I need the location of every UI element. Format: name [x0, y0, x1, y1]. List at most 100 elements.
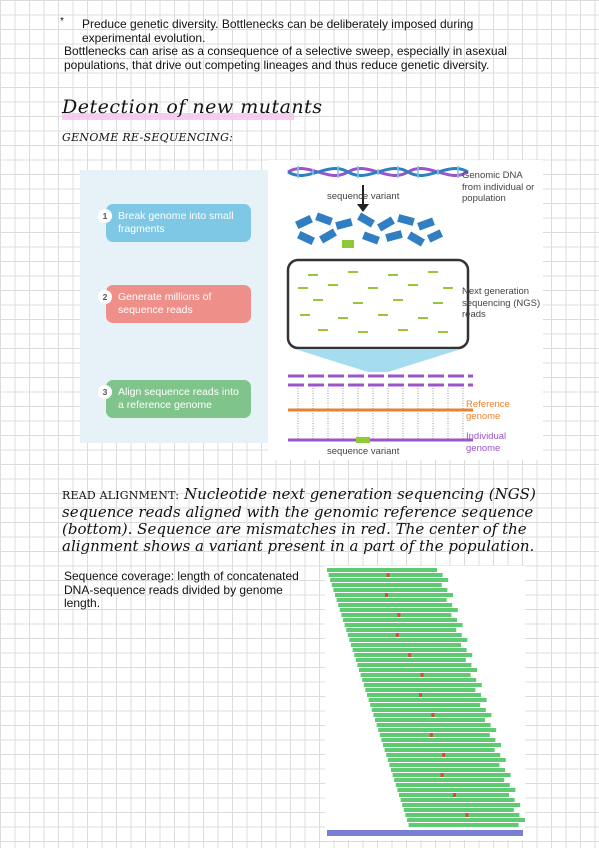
alignment-read — [381, 738, 496, 742]
step-3-label: Align sequence reads into a reference ge… — [118, 386, 239, 411]
alignment-read — [403, 808, 514, 812]
bullet-marker: * — [60, 16, 64, 27]
aligned-reads — [288, 374, 473, 443]
read-alignment-text: Nucleotide next generation sequencing (N… — [62, 485, 536, 555]
alignment-read — [346, 628, 457, 632]
alignment-read — [394, 778, 505, 782]
alignment-read — [357, 663, 472, 667]
alignment-read — [359, 668, 477, 672]
alignment-read — [408, 823, 519, 827]
ngs-reads-box — [286, 258, 470, 350]
alignment-read — [371, 708, 486, 712]
alignment-read — [354, 653, 473, 657]
alignment-read — [341, 613, 452, 617]
alignment-read — [338, 603, 453, 607]
alignment-read — [347, 633, 462, 637]
step-1-label: Break genome into small fragments — [118, 210, 234, 235]
alignment-read — [333, 588, 448, 592]
alignment-read — [365, 688, 476, 692]
alignment-read — [397, 788, 516, 792]
step-3-box: 3 Align sequence reads into a reference … — [98, 380, 251, 418]
mismatch-mark — [440, 773, 444, 777]
alignment-read — [402, 803, 521, 807]
ngs-diagram — [286, 166, 473, 443]
mismatch-mark — [465, 813, 469, 817]
sequence-variant-top-label: sequence variant — [327, 191, 400, 202]
dna-helix-icon — [287, 166, 469, 178]
step-1-number: 1 — [98, 209, 112, 223]
alignment-read — [376, 723, 491, 727]
alignment-read — [352, 648, 467, 652]
step-3-number: 3 — [98, 385, 112, 399]
alignment-read — [378, 728, 497, 732]
ngs-diagram-area — [268, 160, 543, 460]
mismatch-mark — [385, 593, 388, 597]
read-alignment-label: Read alignment: — [62, 489, 180, 502]
step-2-number: 2 — [98, 290, 112, 304]
step-1-box: 1 Break genome into small fragments — [98, 204, 251, 242]
alignment-read — [389, 763, 500, 767]
mismatch-mark — [431, 713, 435, 717]
mismatch-mark — [408, 653, 412, 657]
alignment-read — [362, 678, 477, 682]
alignment-read — [330, 578, 449, 582]
alignment-svg — [327, 568, 525, 836]
alignment-read — [343, 618, 457, 622]
alignment-read — [355, 658, 466, 662]
alignment-read — [400, 798, 515, 802]
alignment-read — [367, 693, 481, 697]
alignment-figure — [325, 566, 525, 840]
alignment-read — [368, 698, 487, 702]
alignment-read — [351, 643, 461, 647]
section-heading: Detection of new mutants — [62, 96, 323, 118]
alignment-read — [349, 638, 468, 642]
intro-line-2: Bottlenecks can arise as a consequence o… — [64, 44, 507, 72]
mismatch-mark — [395, 633, 399, 637]
ngs-read-dashes — [298, 271, 453, 333]
intro-line-1: Preduce genetic diversity. Bottlenecks c… — [82, 17, 474, 45]
alignment-read — [395, 783, 510, 787]
coverage-definition: Sequence coverage: length of concatenate… — [64, 569, 299, 610]
genomic-dna-label: Genomic DNA from individual or populatio… — [462, 170, 535, 204]
read-alignment-paragraph: Read alignment: Nucleotide next generati… — [62, 486, 552, 555]
funnel-shape — [298, 350, 458, 372]
reference-sequence-bar — [327, 830, 523, 836]
step-2-box: 2 Generate millions of sequence reads — [98, 285, 251, 323]
alignment-read — [407, 818, 525, 822]
mismatch-mark — [397, 613, 401, 617]
sequence-variant-bottom-label: sequence variant — [327, 446, 400, 457]
aligned-read-block — [327, 568, 525, 827]
alignment-read — [405, 813, 520, 817]
alignment-read — [370, 703, 481, 707]
alignment-read — [336, 598, 447, 602]
dna-fragments-icon — [295, 212, 444, 248]
heading-highlight — [62, 113, 294, 120]
section-subheading: Genome re-sequencing: — [62, 131, 234, 144]
down-arrow-icon — [357, 185, 369, 212]
alignment-read — [375, 718, 485, 722]
variant-marker — [356, 437, 370, 443]
mismatch-mark — [419, 693, 422, 697]
alignment-read — [327, 568, 437, 572]
alignment-read — [339, 608, 458, 612]
alignment-read — [344, 623, 463, 627]
step-2-label: Generate millions of sequence reads — [118, 291, 212, 316]
mismatch-mark — [442, 753, 446, 757]
alignment-read — [363, 683, 482, 687]
alignment-read — [391, 768, 505, 772]
ngs-steps-panel: 1 Break genome into small fragments 2 Ge… — [80, 170, 268, 443]
alignment-read — [379, 733, 490, 737]
alignment-read — [331, 583, 442, 587]
mismatch-mark — [386, 573, 390, 577]
alignment-read — [335, 593, 453, 597]
alignment-read — [383, 743, 501, 747]
alignment-read — [384, 748, 495, 752]
reference-genome-label: Reference genome — [466, 399, 510, 422]
mismatch-mark — [429, 733, 433, 737]
mismatch-mark — [453, 793, 456, 797]
mismatch-mark — [420, 673, 424, 677]
alignment-read — [360, 673, 471, 677]
alignment-read — [392, 773, 511, 777]
intro-text: * Preduce genetic diversity. Bottlenecks… — [60, 16, 544, 72]
individual-genome-label: Individual genome — [466, 431, 507, 454]
